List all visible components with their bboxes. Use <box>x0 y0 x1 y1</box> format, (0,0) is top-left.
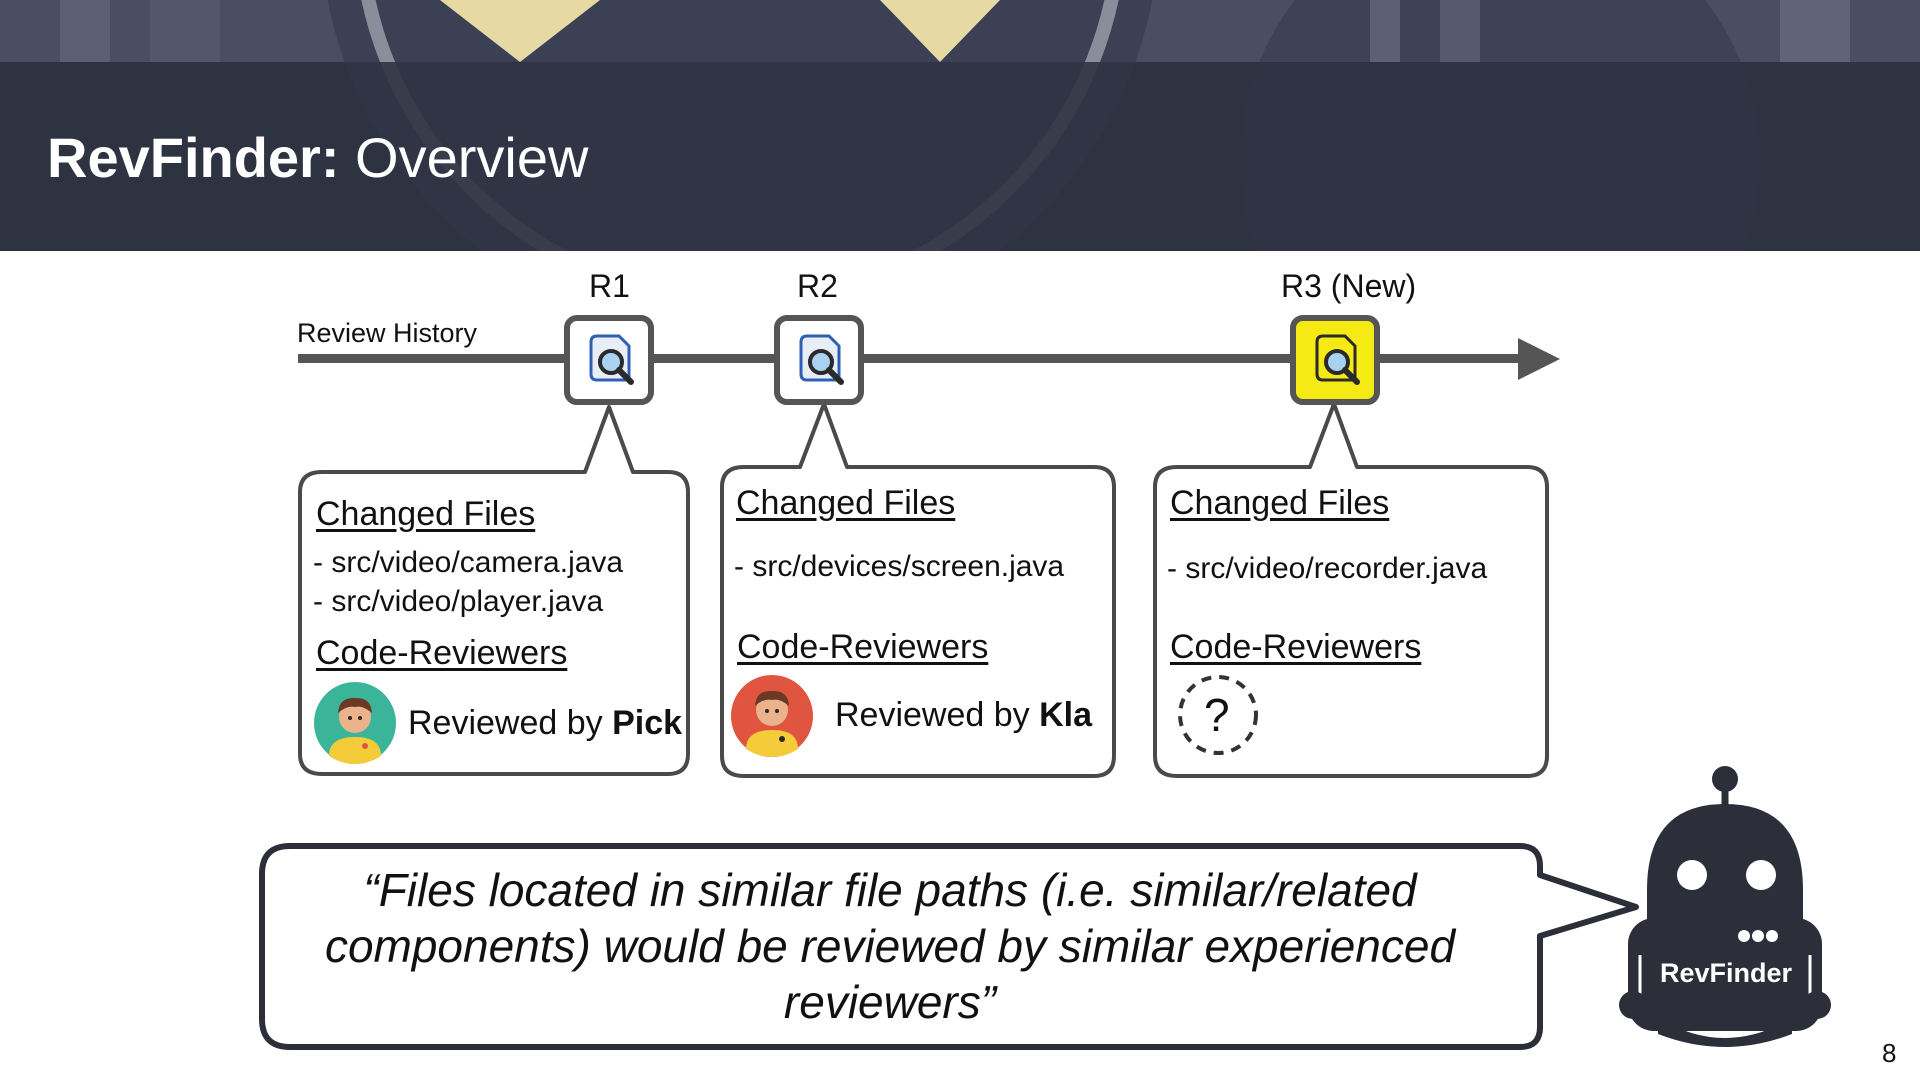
card-3-shape <box>1153 402 1549 778</box>
review-history-label: Review History <box>297 318 478 348</box>
quote-line-1: “Files located in similar file paths (i.… <box>363 864 1417 916</box>
card-1-file-2: - src/video/player.java <box>313 585 604 618</box>
card-1-shape <box>298 405 690 776</box>
card-1-reviewed-prefix: Reviewed by <box>408 704 613 742</box>
card-2-shape <box>720 402 1116 778</box>
review-label-r2: R2 <box>797 268 838 304</box>
card-3-changed-files-heading: Changed Files <box>1170 484 1390 522</box>
card-2-reviewed-by: Reviewed by Kla <box>835 696 1092 735</box>
title-rest: Overview <box>339 126 589 189</box>
card-2-changed-files-heading: Changed Files <box>736 484 956 522</box>
unknown-reviewer-mark: ? <box>1204 689 1230 741</box>
card-3-file-1: - src/video/recorder.java <box>1167 552 1488 585</box>
card-1-reviewers-heading: Code-Reviewers <box>316 634 568 672</box>
review-icon-r1[interactable] <box>564 315 654 405</box>
card-2-file-1: - src/devices/screen.java <box>734 550 1065 583</box>
card-1-reviewed-by: Reviewed by Pick <box>408 704 682 743</box>
header-banner: RevFinder: Overview <box>0 0 1920 251</box>
quote-line-3: reviewers” <box>783 976 997 1028</box>
review-icon-r2[interactable] <box>774 315 864 405</box>
card-1-reviewer-name: Pick <box>612 704 683 742</box>
speech-bubble-shape <box>259 843 1639 1050</box>
card-1-changed-files-heading: Changed Files <box>316 495 536 533</box>
quote-line-2: components) would be reviewed by similar… <box>324 920 1456 972</box>
banner-background <box>0 0 1920 251</box>
review-label-r1: R1 <box>589 268 630 304</box>
review-label-r3: R3 (New) <box>1281 268 1417 304</box>
slide-title: RevFinder: Overview <box>47 124 588 192</box>
card-2-reviewer-name: Kla <box>1039 696 1093 734</box>
robot-icon <box>1619 766 1831 1047</box>
avatar-kla <box>731 675 813 757</box>
timeline-arrow <box>298 338 1560 380</box>
card-3-reviewers-heading: Code-Reviewers <box>1170 628 1422 666</box>
robot-label: RevFinder <box>1659 958 1793 988</box>
page-number: 8 <box>1882 1038 1897 1068</box>
card-2-reviewed-prefix: Reviewed by <box>835 696 1040 734</box>
quote-text: “Files located in similar file paths (i.… <box>300 862 1480 1030</box>
review-icon-r3-new[interactable] <box>1290 315 1380 405</box>
title-bold: RevFinder: <box>47 126 340 189</box>
unknown-reviewer-circle <box>1178 675 1258 755</box>
avatar-pick <box>314 682 396 764</box>
card-1-file-1: - src/video/camera.java <box>313 546 624 579</box>
card-2-reviewers-heading: Code-Reviewers <box>737 628 989 666</box>
